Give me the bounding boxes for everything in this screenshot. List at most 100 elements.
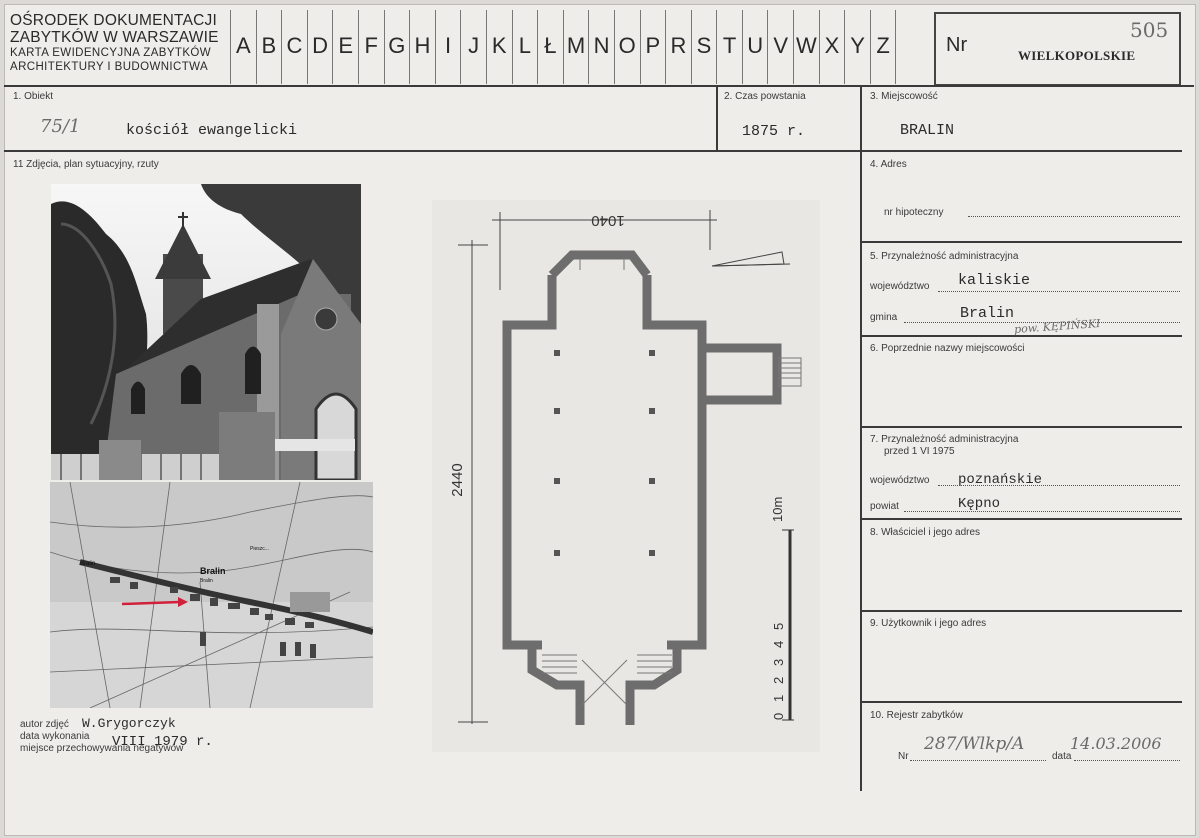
index-letter: A [230,10,256,84]
scale-digit: 5 [771,623,786,630]
obiekt-number: 75/1 [40,116,81,137]
index-letter: Y [844,10,870,84]
data-label: data wykonania [20,731,90,742]
divider [862,241,1182,243]
plan-dim-top: 1040 [591,212,624,229]
divider [4,150,1182,152]
index-letter: Ł [537,10,563,84]
wlasciciel-label: 8. Właściciel i jego adres [870,527,981,538]
index-letter: O [613,10,640,84]
dotted-line [938,291,1180,292]
data-value: VIII 1979 r. [112,734,213,750]
index-letter: S [690,10,717,84]
index-letter: K [485,10,512,84]
location-arrow [121,600,181,606]
autor-label: autor zdjęć [20,719,69,730]
index-letter: C [281,10,307,84]
index-letter: Z [869,10,897,84]
index-letter: W [793,10,819,84]
rejestr-nr-value: 287/Wlkp/A [924,734,1025,754]
map-town2-label: Bralin [200,578,213,584]
rejestr-data-value: 14.03.2006 [1070,734,1162,753]
miejsce-label: miejsce przechowywania negatywów [20,743,184,754]
index-letter: T [716,10,742,84]
divider [862,335,1182,337]
plan-dim-left: 2440 [449,463,466,496]
index-letter: B [255,10,282,84]
index-letter: R [665,10,691,84]
index-letter: V [767,10,793,84]
gmina-value: Bralin [960,305,1015,322]
nr-hipoteczny-label: nr hipoteczny [884,207,944,218]
site-map: Bralin Bralin Bralin Pieszc... [50,482,373,708]
dotted-line [904,511,1180,512]
divider [4,85,1194,87]
dotted-line [938,485,1180,486]
divider [860,86,862,791]
scale-digit: 0 [771,713,786,720]
index-letter: P [639,10,666,84]
obiekt-label: 1. Obiekt [13,91,54,102]
index-letter: X [818,10,845,84]
przynaleznosc-label: 5. Przynależność administracyjna [870,251,1019,262]
index-letter: F [357,10,384,84]
index-letter: E [332,10,358,84]
rejestr-nr-label: Nr [898,751,909,762]
alphabet-index: A B C D E F G H I J K L Ł M N O P R S T … [230,10,897,84]
institution-header: OŚRODEK DOKUMENTACJI ZABYTKÓW W WARSZAWI… [10,12,226,74]
uzytkownik-label: 9. Użytkownik i jego adres [870,618,987,629]
miejscowosc-value: BRALIN [900,122,955,139]
gmina-label: gmina [870,312,898,323]
dotted-line [910,760,1046,761]
map-town-label: Bralin [200,566,226,576]
index-letter: M [562,10,589,84]
divider [862,610,1182,612]
institution-line-4: ARCHITEKTURY I BUDOWNICTWA [10,61,209,73]
index-letter: L [511,10,538,84]
dotted-line [968,216,1180,217]
map-left-label: Bralin [80,561,95,567]
index-letter: U [741,10,768,84]
dotted-line [1074,760,1180,761]
card-number: 505 [1130,18,1169,42]
powiat-value: Kępno [958,496,1001,512]
wojewodztwo-old-value: poznańskie [958,472,1043,488]
scale-digit: 3 [771,659,786,666]
obiekt-value: kościół ewangelicki [126,122,298,139]
index-letter: G [383,10,410,84]
scale-digit: 2 [771,677,786,684]
floor-plan: 1040 2440 10m 0 1 2 3 4 5 [432,200,820,752]
map-upper-label: Pieszc... [250,546,269,552]
zdjecia-label: 11 Zdjęcia, plan sytuacyjny, rzuty [13,159,159,170]
church-photo [51,184,361,480]
rejestr-label: 10. Rejestr zabytków [870,710,963,721]
czas-label: 2. Czas powstania [724,91,806,102]
index-letter: H [409,10,435,84]
region-name: WIELKOPOLSKIE [1018,48,1136,63]
divider [862,426,1182,428]
poprzednie-label: 6. Poprzednie nazwy miejscowości [870,343,1025,354]
powiat-label: powiat [870,501,899,512]
rejestr-data-label: data [1052,751,1072,762]
nr-label: Nr [946,34,968,56]
divider [716,86,718,150]
przynaleznosc-old-label-2: przed 1 VI 1975 [884,446,955,457]
miejscowosc-label: 3. Miejscowość [870,91,938,102]
dotted-line [904,322,1180,323]
adres-label: 4. Adres [870,159,907,170]
index-letter: D [306,10,333,84]
autor-value: W.Grygorczyk [82,716,176,731]
scale-digit: 4 [771,641,786,648]
index-letter: N [588,10,614,84]
przynaleznosc-old-label: 7. Przynależność administracyjna [870,434,1019,445]
institution-line-1: OŚRODEK DOKUMENTACJI [10,12,217,29]
czas-value: 1875 r. [742,123,806,140]
index-letter: I [434,10,461,84]
divider [862,701,1182,703]
wojewodztwo-label: województwo [870,281,930,292]
scale-digit: 1 [771,695,786,702]
scale-label: 10m [770,497,785,522]
index-letter: J [460,10,486,84]
wojewodztwo-old-label: województwo [870,475,930,486]
institution-line-2: ZABYTKÓW W WARSZAWIE [10,29,219,46]
